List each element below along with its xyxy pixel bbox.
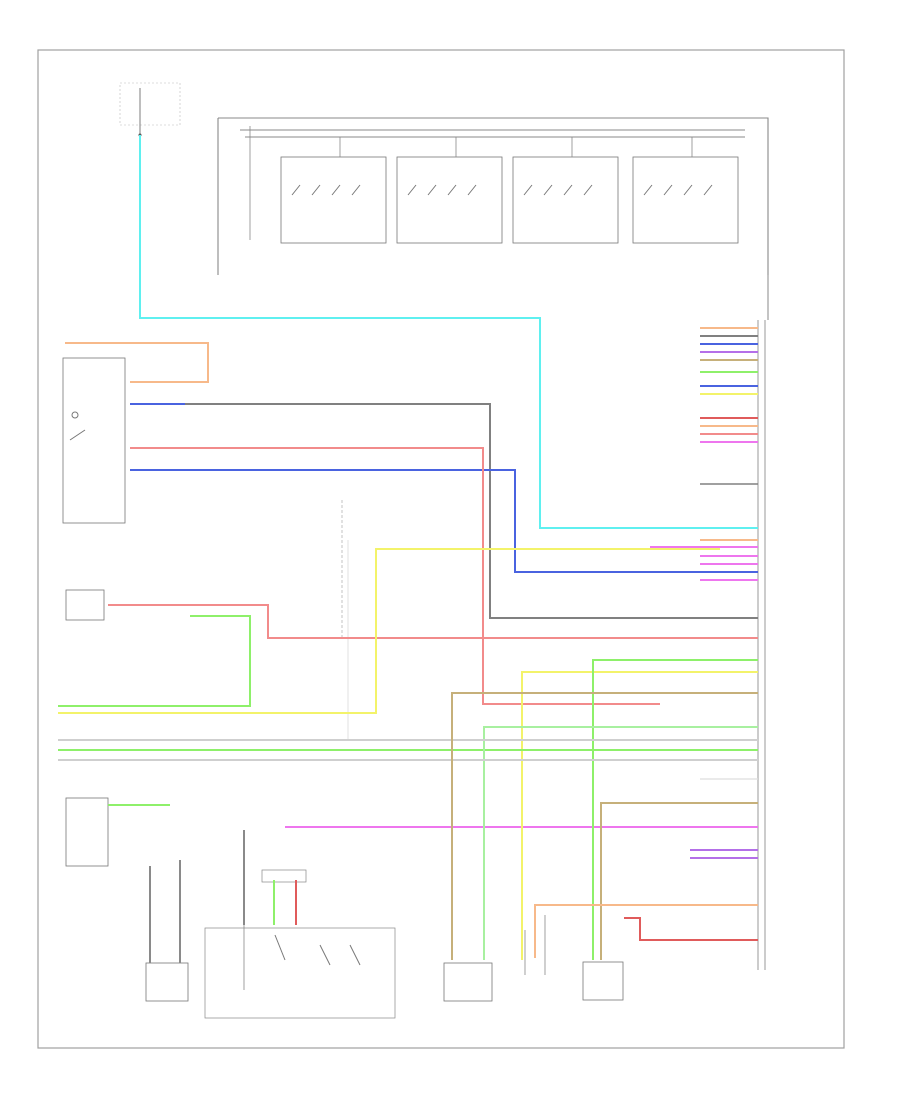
connector-pins [700, 327, 758, 780]
wire-green-4 [483, 726, 758, 960]
top-switch-assembly [119, 82, 769, 275]
bottom-sensors [443, 915, 624, 1002]
switch-module-3 [512, 137, 619, 244]
control-unit-connector [757, 275, 769, 970]
wire-orange-2 [534, 904, 758, 958]
switch-module-2 [396, 137, 503, 244]
wires [58, 135, 758, 963]
wire-red-2 [108, 604, 758, 639]
wire-blue-2 [130, 469, 758, 573]
bottom-center-switch [204, 869, 396, 1019]
wire-tan [451, 692, 758, 960]
wire-tan-2 [600, 802, 758, 960]
diagram-frame [37, 49, 845, 1049]
wire-yellow [58, 548, 720, 714]
left-sensor-block [62, 357, 189, 1002]
wire-orange [65, 342, 209, 383]
wire-green [58, 615, 251, 707]
wire-red [130, 447, 660, 705]
wire-cyan [139, 135, 758, 529]
switch-module-1 [280, 137, 387, 244]
wire-darkred [624, 917, 758, 941]
switch-module-4 [632, 137, 739, 244]
wire-gray [130, 403, 758, 619]
wire-green-3 [592, 659, 758, 960]
wire-yellow-2 [521, 671, 758, 960]
